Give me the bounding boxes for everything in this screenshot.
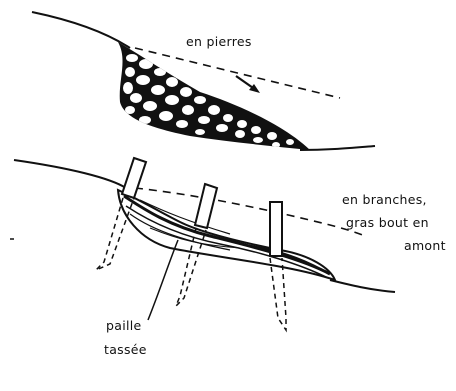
stone-mass <box>118 42 310 150</box>
label-branches-3: amont <box>404 238 446 253</box>
label-straw-1: paille <box>106 318 142 333</box>
bottom-ground-line-lower <box>330 280 395 292</box>
label-straw-2: tassée <box>104 342 147 357</box>
label-branches-1: en branches, <box>342 192 427 207</box>
stone-dam <box>32 12 375 150</box>
bottom-ground-line <box>14 160 126 188</box>
top-ground-line <box>32 12 130 48</box>
top-ground-line-lower <box>300 146 375 150</box>
branch-dam <box>10 158 395 330</box>
straw-leader-line <box>148 240 178 320</box>
label-stone: en pierres <box>186 34 252 49</box>
label-branches-2: gras bout en <box>346 215 429 230</box>
